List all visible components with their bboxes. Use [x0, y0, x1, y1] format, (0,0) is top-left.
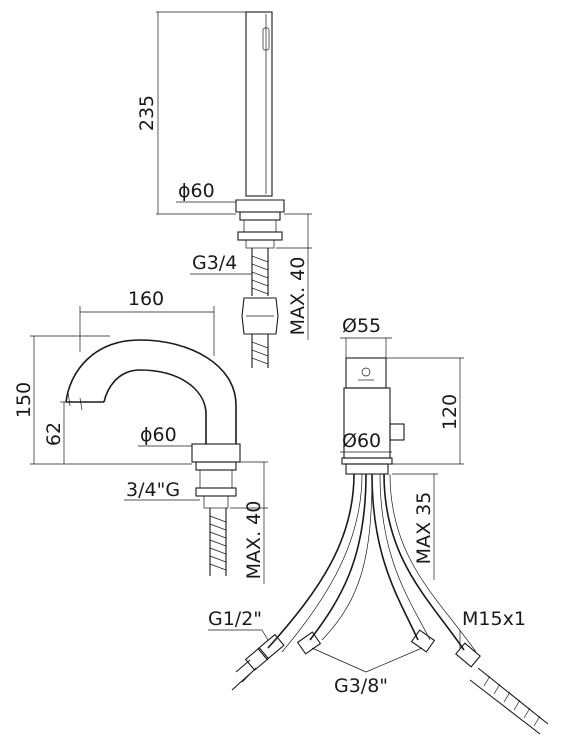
- hand-shower-view: 235 ϕ60 G3/4 MAX. 40: [136, 11, 312, 368]
- spout-view: 160 150 62 ϕ60 3/4"G MAX. 40: [13, 288, 268, 584]
- spout-max-label: MAX. 40: [243, 501, 265, 580]
- hand-shower-slot: [262, 27, 270, 51]
- mixer-inlet-right: [455, 642, 549, 735]
- mixer-hose-center-left: [309, 473, 367, 641]
- hand-shower-connector: [241, 297, 279, 335]
- mixer-indicator-icon: [361, 367, 371, 377]
- mixer-hose-center-right: [371, 473, 419, 641]
- hand-shower-max-label: MAX. 40: [287, 257, 309, 336]
- spout-reach-label: 160: [128, 288, 164, 310]
- hand-shower-height-label: 235: [136, 95, 158, 131]
- mixer-connector-left: [296, 631, 322, 655]
- spout-height-label: 150: [13, 382, 35, 418]
- mixer-top-diameter-label: Ø55: [342, 315, 381, 337]
- hand-shower-diameter-label: ϕ60: [178, 180, 215, 202]
- mixer-base-diameter-label: Ø60: [342, 430, 381, 452]
- hand-shower-nut: [237, 231, 283, 241]
- hand-shower-body: [245, 11, 273, 197]
- mixer-inlet-left: [231, 633, 285, 691]
- spout-nut: [195, 487, 237, 497]
- mixer-connector-right: [410, 629, 436, 653]
- hand-shower-thread-label: G3/4: [192, 252, 237, 274]
- mixer-connections-label: G3/8": [334, 675, 388, 697]
- mixer-hose-left: [267, 473, 355, 649]
- spout-outer-curve: [65, 339, 237, 444]
- mixer-max-label: MAX 35: [413, 492, 435, 565]
- spout-outlet-label: 62: [43, 422, 65, 446]
- mixer-inlet-left-label: G1/2": [208, 608, 262, 630]
- spout-inner-curve: [103, 369, 207, 444]
- mixer-inlet-right-label: M15x1: [462, 608, 526, 630]
- mixer-base: [345, 463, 389, 475]
- mixer-lever: [389, 423, 405, 441]
- mixer-top: [345, 357, 387, 389]
- mixer-hose-right: [383, 473, 465, 651]
- mixer-view: Ø55 Ø60 120 MAX 35 G1/2" M15x1 G3/8": [208, 315, 549, 735]
- spout-thread-label: 3/4"G: [126, 479, 180, 501]
- mixer-height-label: 120: [439, 394, 461, 430]
- spout-diameter-label: ϕ60: [140, 424, 177, 446]
- spout-base: [191, 443, 241, 463]
